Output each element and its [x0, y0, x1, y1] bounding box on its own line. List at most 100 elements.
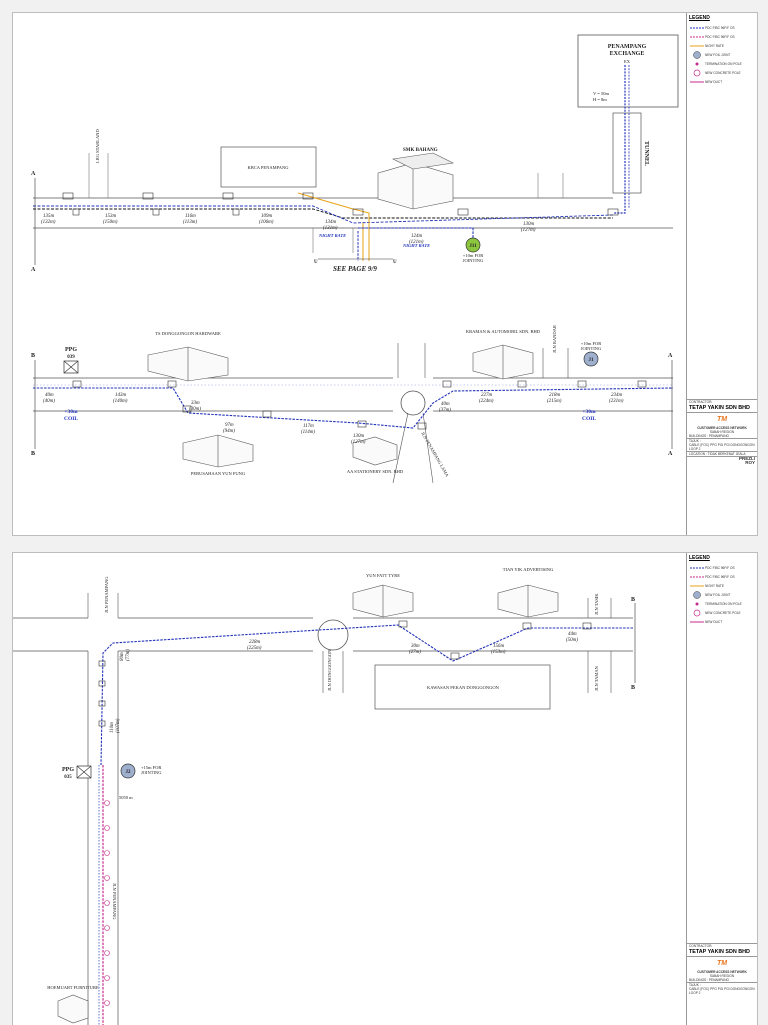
segment-length: (224m): [479, 399, 494, 404]
pole-markers: [72, 380, 647, 430]
title-block: LEGEND PDC FIBC 96F/F OS PDC FIBC 96F/F …: [686, 13, 757, 535]
legend-item: NEW CONCRETE POLE: [705, 70, 741, 75]
joint-label: J1: [589, 358, 595, 363]
ppg-number: 035: [64, 775, 72, 780]
joint-note: +10m FOR: [581, 341, 601, 346]
cable-route: [33, 387, 674, 429]
building-label: YUN FATT TYRE: [366, 573, 400, 578]
road-label: JLN DONGGONGON: [327, 649, 332, 691]
tunnel-label: TUNNEL: [643, 141, 649, 166]
network-name: CUSTOMER ACCESS NETWORK: [697, 426, 747, 430]
cable-route: [33, 208, 613, 219]
segment-length: 44m: [568, 632, 577, 637]
segment-length: (77m): [126, 649, 131, 661]
building-smk: [377, 152, 454, 210]
segment-length: (215m): [547, 399, 562, 404]
road-label: JLN PENAMPANG: [104, 576, 109, 613]
designer: PREZLI: [738, 456, 755, 461]
concrete-pole-icon: [693, 609, 701, 616]
title-text: CABLE (FOC) PPG PGI PGI DONGGONGON LOOP …: [689, 987, 755, 995]
pole-markers: [98, 620, 592, 727]
scale-note: V = 50m: [593, 91, 609, 96]
buildings-label: BUILDINGS : PENAMPANG: [689, 978, 729, 982]
building-kbca: [220, 146, 317, 188]
building-label: TS DONGGONGON HARDWARE: [155, 331, 221, 336]
joint-note: JOINTING: [581, 346, 602, 351]
coil-note: +30m: [582, 409, 596, 415]
title-text: CABLE (FOC) PPG PGI PGI DONGGONGON LOOP …: [689, 443, 755, 451]
segment-length: (113m): [183, 220, 197, 225]
legend-title: LEGEND: [689, 555, 710, 561]
segment-length: (131m): [323, 226, 338, 231]
concrete-pole-icon: [693, 69, 701, 76]
joint-j2: [120, 763, 136, 779]
roundabout: [400, 390, 426, 416]
drawing-sheet-2: B B YUN FATT TYRE TIAN YIK ADVERTISING K…: [12, 552, 758, 1025]
legend-item: PDC FIBC 96F/F OS: [705, 565, 735, 570]
legend: PDC FIBC 96F/F OS PDC FIBC 96F/F OS NIGH…: [687, 23, 757, 86]
joint-note: JOINTING: [463, 258, 484, 263]
drawing-sheet-1: TUNNEL PENAMPANG EXCHANGE EX V = 50m H =…: [12, 12, 758, 536]
section-marker-u: U: [314, 260, 318, 265]
segment-length: (150m): [103, 220, 118, 225]
coil-note: COIL: [582, 416, 596, 422]
sheet2-drawing: B B YUN FATT TYRE TIAN YIK ADVERTISING K…: [13, 567, 636, 1025]
legend-title: LEGEND: [689, 15, 710, 21]
joint-note: +15m FOR: [141, 765, 161, 770]
legend-item: NEW CONCRETE POLE: [705, 610, 741, 615]
segment-length: 30m: [411, 644, 420, 649]
joint-label: J11: [469, 244, 477, 249]
contractor-name: TETAP YAKIN SDN BHD: [689, 949, 750, 955]
segment-length: 153m: [105, 214, 117, 219]
joint-note: +10m FOR: [463, 253, 483, 258]
legend-item: TERMINATION ON POLE: [705, 61, 742, 66]
tm-logo-icon: TM: [716, 960, 728, 967]
segment-length: (37m): [439, 408, 451, 413]
legend-item: PDC FIBC 96F/F OS: [705, 574, 735, 579]
ppg-cabinet-icon: [76, 765, 92, 779]
segment-length: 218m: [549, 393, 561, 398]
segment-labels-bottom: 40m (40m) 143m (140m) 33m (30m) 97m (94m…: [43, 393, 624, 445]
section-marker-b: B: [31, 353, 35, 359]
segment-length: (132m): [41, 220, 56, 225]
tm-logo-icon: TM: [716, 416, 728, 423]
joint-icon: [693, 50, 701, 59]
building-kraman: [472, 344, 534, 380]
legend-item: NIGHT RATE: [705, 43, 725, 48]
segment-length: (114m): [301, 430, 315, 435]
area-label: KAWASAN PEKAN DONGGONGON: [427, 685, 500, 690]
legend-item: NEW FOIL JOINT: [705, 592, 731, 597]
coil-note: COIL: [64, 416, 78, 422]
segment-length: 117m: [303, 424, 314, 429]
section-marker-a: A: [31, 267, 36, 273]
building-perusahaan: [182, 434, 254, 468]
pole-icon: [695, 62, 699, 65]
title-label: TAJUK :: [689, 983, 701, 987]
section-marker-a: A: [668, 451, 673, 457]
building-label: TIAN YIK ADVERTISING: [503, 567, 554, 572]
duct-icon: [690, 81, 704, 82]
joint-icon: [693, 590, 701, 599]
segment-length: 97m: [225, 423, 234, 428]
segment-length: (40m): [43, 399, 55, 404]
segment-length: 109m: [261, 214, 273, 219]
segment-length: (121m): [409, 240, 424, 245]
tunnel: [612, 112, 642, 194]
building-yun-fatt: [352, 584, 414, 618]
concrete-pole-markers: [104, 800, 110, 1006]
location-text: LOCATION : TIDAK BERKENAT JEALA: [689, 452, 746, 456]
cable-route: [613, 65, 626, 214]
segment-length: 80m: [120, 652, 125, 661]
ppg-number: 039: [67, 355, 75, 360]
road-label: JLN TAMAN: [594, 665, 599, 691]
legend-item: NIGHT RATE: [705, 583, 725, 588]
segment-length: 143m: [115, 393, 127, 398]
section-marker-u: U: [393, 260, 397, 265]
pole-markers: [62, 192, 619, 216]
joint-note: JOINTING: [141, 770, 162, 775]
cable-route: [33, 205, 614, 224]
building-label: KRAMAN & AUTOMOBIL SDN. BHD: [466, 329, 541, 334]
building-tian-yik: [497, 584, 559, 618]
title-block: LEGEND PDC FIBC 96F/F OS PDC FIBC 96F/F …: [686, 553, 757, 1025]
ppg-label: PPG: [62, 767, 74, 773]
